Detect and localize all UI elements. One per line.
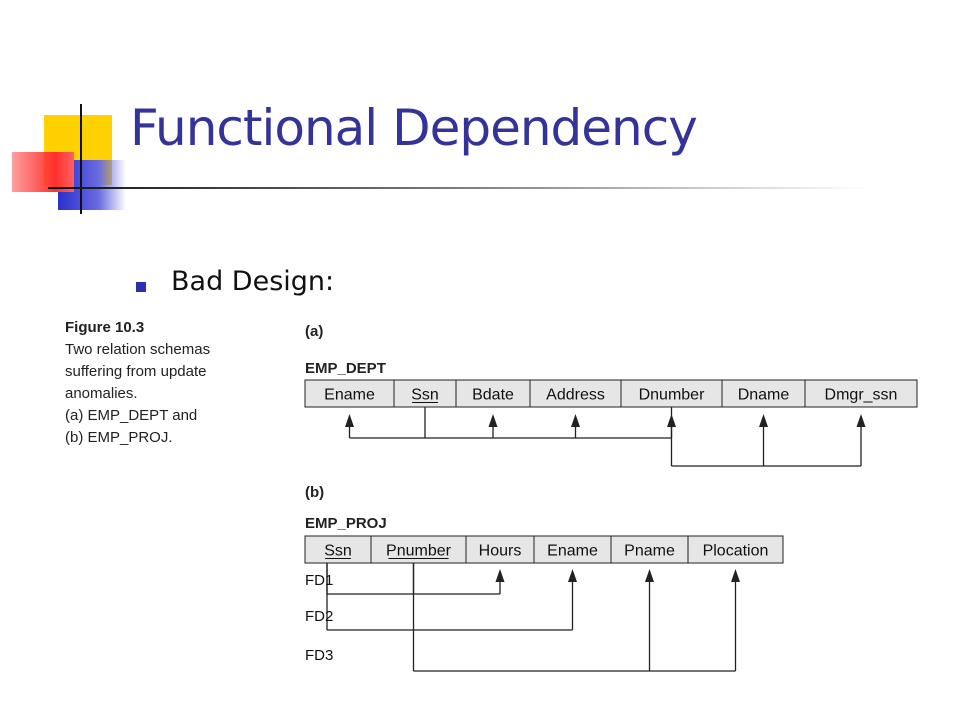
- attr-cell-plocation: [687, 535, 784, 564]
- attr-cell-bdate: [455, 379, 531, 408]
- fd-arrowhead-bdate: [488, 414, 498, 427]
- attr-cell-hours: [465, 535, 535, 564]
- part-a-label: (a): [305, 323, 323, 340]
- title-underline: [48, 187, 868, 189]
- decor-vertical-line: [80, 104, 82, 214]
- caption-line: (a) EMP_DEPT and: [65, 407, 198, 424]
- fd-arrowhead-dmgr-ssn: [856, 414, 866, 427]
- attr-label-bdate: Bdate: [472, 387, 514, 404]
- attr-cell-dmgr-ssn: [804, 379, 918, 408]
- fd-label-fd1: FD1: [305, 572, 333, 589]
- fd-arrowhead-ename: [345, 414, 354, 427]
- part-b-label: (b): [305, 484, 324, 501]
- emp-dept-dependency-arrows: [345, 407, 866, 467]
- attr-cell-address: [529, 379, 622, 408]
- attr-label-ename: Ename: [547, 543, 598, 560]
- figure-caption: Figure 10.3 Two relation schemas sufferi…: [65, 317, 210, 449]
- attr-label-ssn: Ssn: [324, 543, 352, 560]
- fd-arrowhead-fd1-hours: [495, 569, 505, 582]
- caption-line: (b) EMP_PROJ.: [65, 429, 173, 446]
- attr-label-pnumber: Pnumber: [386, 543, 452, 560]
- decor-red-square: [12, 152, 74, 192]
- fd-label-fd3: FD3: [305, 647, 333, 664]
- figure-number: Figure 10.3: [65, 319, 145, 336]
- emp-dept-name: EMP_DEPT: [305, 360, 386, 377]
- attr-label-plocation: Plocation: [703, 543, 769, 560]
- emp-proj-dependency-arrows: [326, 563, 740, 672]
- fd-label-fd2: FD2: [305, 608, 333, 625]
- attr-cell-ename: [533, 535, 612, 564]
- fd-arrowhead-fd3-plocation: [731, 569, 740, 582]
- attr-label-hours: Hours: [479, 543, 522, 560]
- attr-label-ename: Ename: [324, 387, 375, 404]
- attr-label-dmgr-ssn: Dmgr_ssn: [825, 387, 898, 404]
- fd-arrowhead-address: [571, 414, 580, 427]
- attr-cell-pname: [610, 535, 689, 564]
- attr-label-pname: Pname: [624, 543, 675, 560]
- fd-arrowhead-fd3-pname: [645, 569, 654, 582]
- emp-proj-schema: Ssn Pnumber Hours Ename Pname Plocation: [304, 535, 784, 564]
- caption-line: anomalies.: [65, 385, 138, 402]
- attr-label-dnumber: Dnumber: [639, 387, 705, 404]
- caption-line: Two relation schemas: [65, 341, 211, 358]
- fd-arrowhead-dname: [759, 414, 768, 427]
- emp-dept-schema: Ename Ssn Bdate Address Dnumber Dname Dmgr_ssn: [304, 379, 918, 408]
- bullet-marker: [136, 282, 146, 292]
- emp-proj-name: EMP_PROJ: [305, 515, 387, 532]
- bullet-text: Bad Design:: [171, 266, 335, 297]
- caption-line: suffering from update: [65, 363, 207, 380]
- slide-title: Functional Dependency: [130, 99, 698, 157]
- attr-label-ssn: Ssn: [411, 387, 439, 404]
- attr-label-dname: Dname: [738, 387, 790, 404]
- attr-cell-ename: [304, 379, 395, 408]
- fd-arrowhead-fd2-ename: [568, 569, 577, 582]
- attr-label-address: Address: [546, 387, 605, 404]
- attr-cell-dnumber: [620, 379, 723, 408]
